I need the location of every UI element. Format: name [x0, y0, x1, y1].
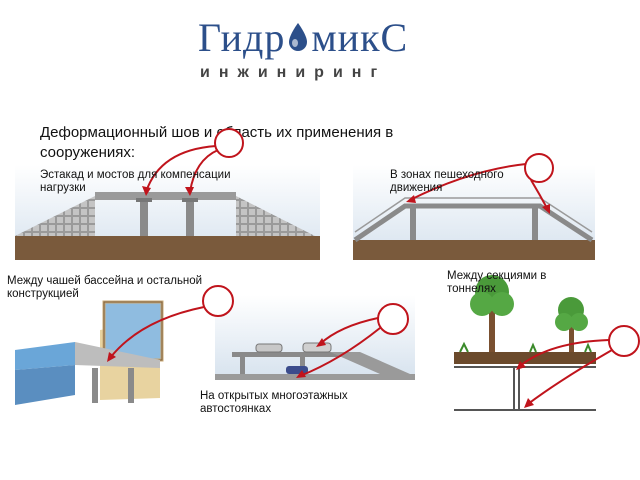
pedestrian-bridge-illustration	[353, 165, 595, 260]
logo-subtitle: инжиниринг	[200, 64, 387, 81]
caption-pedestrian: В зонах пешеходного движения	[390, 169, 504, 194]
pool-illustration	[15, 300, 164, 405]
logo-title-right: микС	[311, 15, 409, 60]
caption-overpass: Эстакад и мостов для компенсации нагрузк…	[40, 169, 231, 194]
overpass-illustration	[15, 165, 320, 260]
caption-pool: Между чашей бассейна и остальной констру…	[7, 275, 203, 300]
logo-title-left: Гидр	[198, 15, 286, 60]
caption-parking: На открытых многоэтажных автостоянках	[200, 390, 348, 415]
tunnel-illustration	[454, 275, 596, 411]
arrow-heads	[107, 186, 550, 408]
callout-arrows	[109, 128, 640, 405]
caption-tunnel: Между секциями в тоннелях	[447, 270, 547, 295]
logo-title: Гидр микС	[198, 14, 408, 61]
drop-icon	[289, 23, 308, 51]
page-heading: Деформационный шов и область их применен…	[40, 124, 394, 161]
